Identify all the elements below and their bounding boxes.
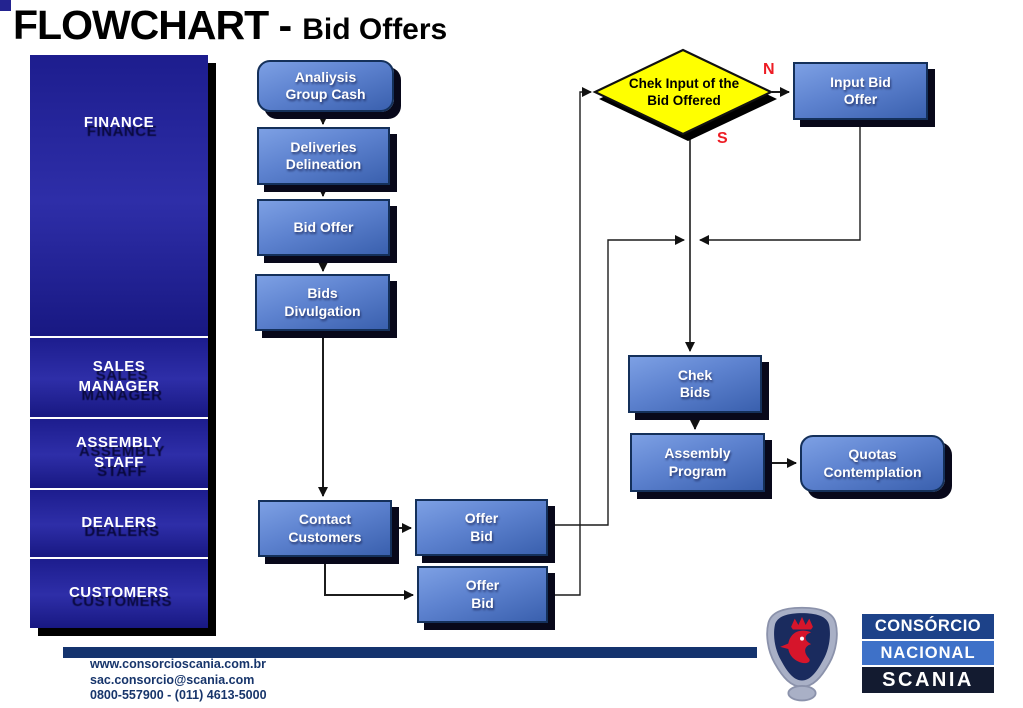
node-analysis-group-cash: Analiysis Group Cash (257, 60, 394, 112)
node-deliveries-delineation: Deliveries Delineation (257, 127, 390, 185)
branch-label-no: N (763, 61, 775, 78)
title-subtitle: Bid Offers (302, 13, 448, 46)
node-bids-divulgation: Bids Divulgation (255, 274, 390, 331)
title-main: FLOWCHART - (13, 2, 292, 48)
footer-divider-bar (63, 647, 757, 658)
node-contact-customers: Contact Customers (258, 500, 392, 557)
node-quotas-contemplation: Quotas Contemplation (800, 435, 945, 492)
corner-accent-square (0, 0, 11, 11)
node-input-bid-offer: Input Bid Offer (793, 62, 928, 120)
node-assembly-program: Assembly Program (630, 433, 765, 492)
footer-phone: 0800-557900 - (011) 4613-5000 (90, 688, 267, 702)
swimlane-panel: FINANCE SALES MANAGER ASSEMBLY STAFF DEA… (30, 55, 208, 628)
lane-customers: CUSTOMERS (30, 556, 208, 628)
lane-finance: FINANCE (30, 55, 208, 337)
griffin-icon (780, 616, 813, 664)
lane-assembly-staff: ASSEMBLY STAFF (30, 416, 208, 488)
lane-label: DEALERS (81, 514, 157, 532)
node-offer-bid-customers: Offer Bid (417, 566, 548, 623)
branch-label-yes: S (717, 130, 728, 147)
lane-label: FINANCE (83, 114, 155, 131)
lane-dealers: DEALERS (30, 487, 208, 557)
node-offer-bid-dealers: Offer Bid (415, 499, 548, 556)
scania-griffin-icon (766, 606, 838, 702)
logo-line-scania: SCANIA (862, 667, 994, 693)
logo-line-nacional: NACIONAL (862, 641, 994, 665)
slide-title: FLOWCHART - Bid Offers (13, 2, 447, 49)
lane-label: SALES MANAGER (78, 358, 160, 396)
footer-email: sac.consorcio@scania.com (90, 672, 255, 687)
node-chek-bids: Chek Bids (628, 355, 762, 413)
lane-sales-manager: SALES MANAGER (30, 336, 208, 417)
lane-label: ASSEMBLY STAFF (76, 434, 162, 472)
decision-label: Chek Input of the Bid Offered (628, 76, 740, 108)
footer-website: www.consorcioscania.com.br (90, 657, 266, 671)
logo-line-consorcio: CONSÓRCIO (862, 614, 994, 639)
footer-contact-block: www.consorcioscania.com.br sac.consorcio… (90, 657, 267, 704)
node-bid-offer: Bid Offer (257, 199, 390, 256)
lane-label: CUSTOMERS (68, 584, 170, 602)
scania-logo-text: CONSÓRCIO NACIONAL SCANIA (862, 614, 994, 693)
